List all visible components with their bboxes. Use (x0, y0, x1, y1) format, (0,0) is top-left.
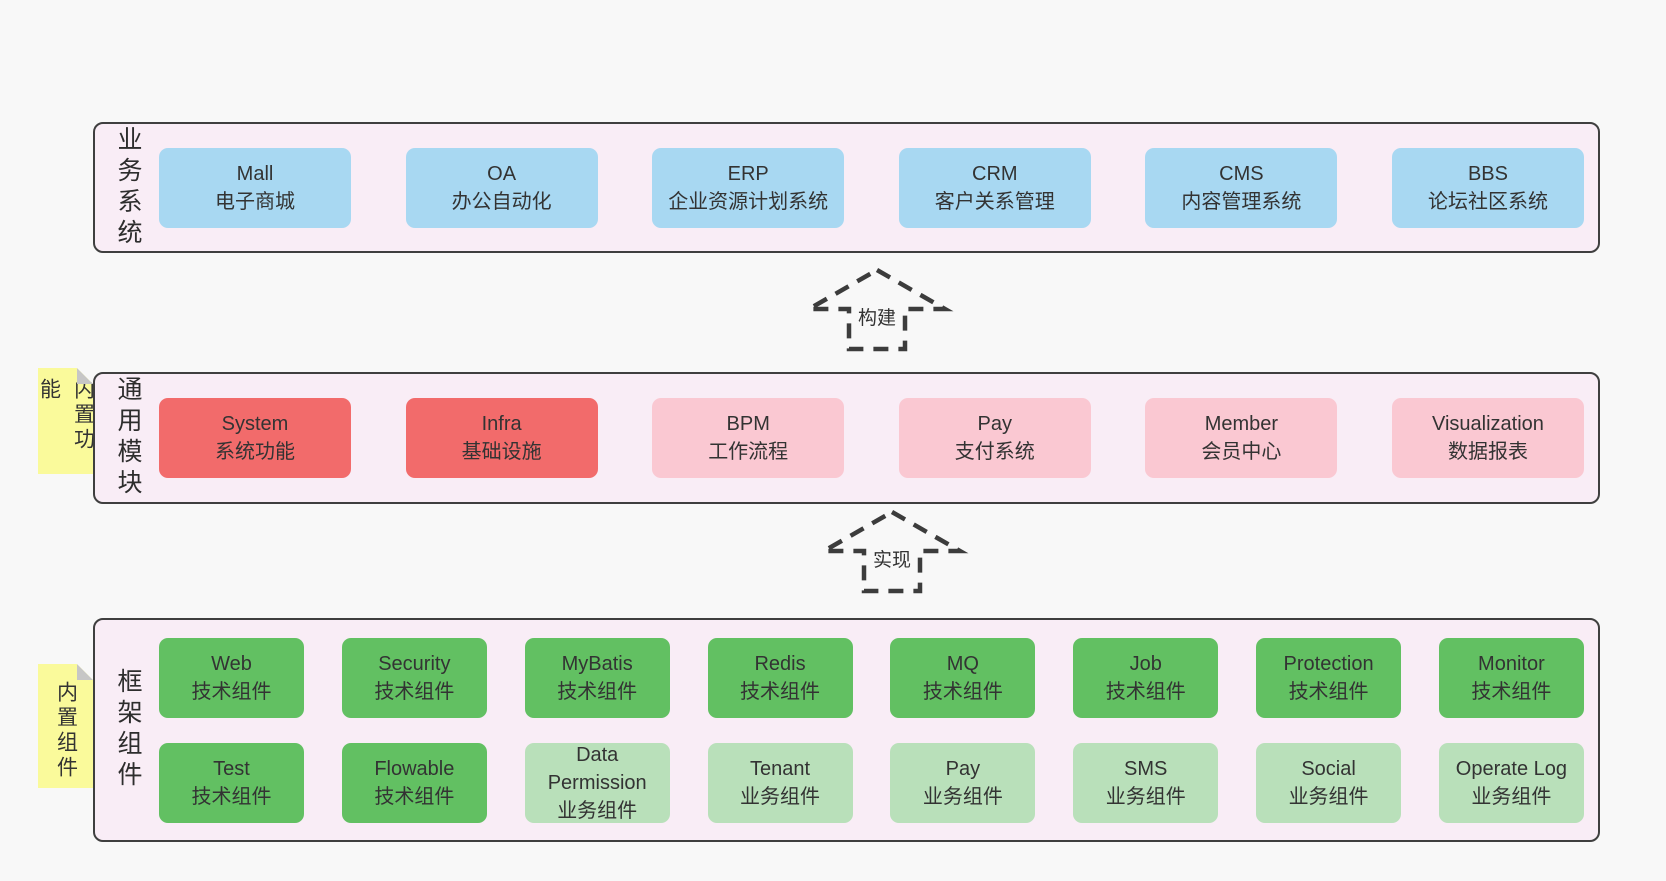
dashed-up-arrow-implement: 实现 (814, 508, 970, 596)
layer-framework-components: 框架组件 Web 技术组件 Security 技术组件 MyBatis 技术组件… (93, 618, 1600, 842)
box-operate-log: Operate Log 业务组件 (1438, 742, 1584, 823)
framework-rows: Web 技术组件 Security 技术组件 MyBatis 技术组件 Redi… (149, 637, 1598, 823)
box-security: Security 技术组件 (341, 637, 487, 718)
up-arrow-icon (815, 509, 969, 594)
box-crm: CRM 客户关系管理 (898, 147, 1091, 228)
box-job: Job 技术组件 (1073, 637, 1219, 718)
layer-common-modules: 通用模块 System 系统功能 Infra 基础设施 BPM 工作流程 Pay… (93, 372, 1600, 504)
box-sms: SMS 业务组件 (1073, 742, 1219, 823)
box-data-permission: Data Permission 业务组件 (524, 742, 670, 823)
sticky-note-built-in-components: 内置组件 (38, 664, 93, 788)
box-social: Social 业务组件 (1256, 742, 1402, 823)
box-mall: Mall 电子商城 (159, 147, 351, 228)
box-cms: CMS 内容管理系统 (1145, 147, 1338, 228)
box-protection: Protection 技术组件 (1256, 637, 1402, 718)
box-pay-component: Pay 业务组件 (890, 742, 1036, 823)
box-oa: OA 办公自动化 (405, 147, 598, 228)
box-mybatis: MyBatis 技术组件 (524, 637, 670, 718)
layer-modules-label: 通用模块 (114, 376, 142, 500)
box-infra: Infra 基础设施 (405, 398, 598, 478)
box-member: Member 会员中心 (1145, 398, 1338, 478)
box-erp: ERP 企业资源计划系统 (652, 147, 845, 228)
module-boxes: System 系统功能 Infra 基础设施 BPM 工作流程 Pay 支付系统… (149, 398, 1598, 478)
box-visualization: Visualization 数据报表 (1391, 398, 1584, 478)
box-monitor: Monitor 技术组件 (1438, 637, 1584, 718)
framework-row-1: Web 技术组件 Security 技术组件 MyBatis 技术组件 Redi… (159, 637, 1584, 718)
note-fold-icon (77, 368, 93, 384)
note-fold-icon (77, 664, 93, 680)
layer-framework-label: 框架组件 (114, 668, 142, 792)
box-pay-module: Pay 支付系统 (898, 398, 1091, 478)
box-test: Test 技术组件 (159, 742, 304, 823)
arrow-implement-label: 实现 (868, 544, 916, 573)
business-boxes: Mall 电子商城 OA 办公自动化 ERP 企业资源计划系统 CRM 客户关系… (149, 147, 1598, 228)
box-web: Web 技术组件 (159, 637, 304, 718)
layer-business-systems: 业务系统 Mall 电子商城 OA 办公自动化 ERP 企业资源计划系统 CRM… (93, 122, 1600, 253)
sticky-note-built-in-features: 内置功能 (38, 368, 93, 474)
box-tenant: Tenant 业务组件 (707, 742, 853, 823)
box-flowable: Flowable 技术组件 (341, 742, 487, 823)
box-bpm: BPM 工作流程 (652, 398, 845, 478)
dashed-up-arrow-build: 构建 (799, 266, 955, 354)
layer-business-label: 业务系统 (114, 125, 142, 250)
up-arrow-icon (800, 267, 954, 352)
framework-row-2: Test 技术组件 Flowable 技术组件 Data Permission … (159, 742, 1584, 823)
box-redis: Redis 技术组件 (707, 637, 853, 718)
box-bbs: BBS 论坛社区系统 (1391, 147, 1584, 228)
box-mq: MQ 技术组件 (890, 637, 1036, 718)
arrow-build-label: 构建 (853, 302, 901, 331)
box-system: System 系统功能 (159, 398, 351, 478)
